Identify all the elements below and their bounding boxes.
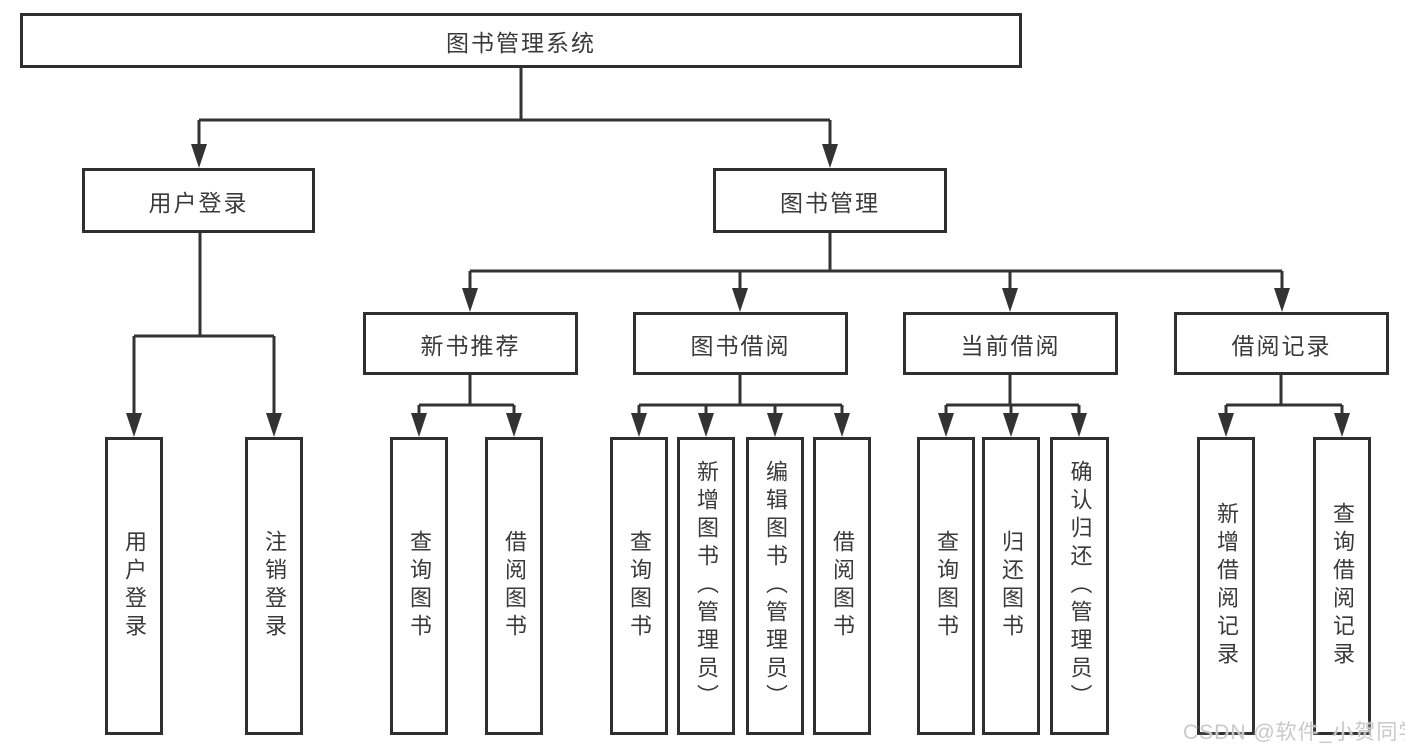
node-book-mgmt: 图书管理 (713, 168, 947, 233)
leaf-current-borrow-confirm: 确认归还（管理员） (1050, 437, 1109, 735)
arrowhead-icons (126, 144, 1350, 437)
leaf-new-books-query: 查询图书 (390, 437, 448, 735)
leaf-borrow-records-query: 查询借阅记录 (1313, 437, 1371, 735)
node-user-login: 用户登录 (82, 168, 315, 233)
node-root: 图书管理系统 (20, 13, 1022, 68)
leaf-book-borrow-add: 新增图书（管理员） (677, 437, 735, 735)
leaf-current-borrow-query: 查询图书 (917, 437, 975, 735)
node-borrow-records: 借阅记录 (1174, 312, 1389, 375)
leaf-book-borrow-edit: 编辑图书（管理员） (746, 437, 804, 735)
node-new-books: 新书推荐 (363, 312, 578, 375)
node-book-borrow: 图书借阅 (633, 312, 848, 375)
leaf-book-borrow-borrow: 借阅图书 (813, 437, 871, 735)
leaf-current-borrow-return: 归还图书 (982, 437, 1040, 735)
leaf-borrow-records-add: 新增借阅记录 (1197, 437, 1255, 735)
leaf-book-borrow-query: 查询图书 (610, 437, 668, 735)
leaf-user-login: 用户登录 (105, 437, 163, 735)
leaf-logout: 注销登录 (245, 437, 303, 735)
leaf-new-books-borrow: 借阅图书 (485, 437, 543, 735)
node-current-borrow: 当前借阅 (903, 312, 1118, 375)
csdn-watermark: CSDN @软件_小贺同学 (1183, 721, 1405, 744)
